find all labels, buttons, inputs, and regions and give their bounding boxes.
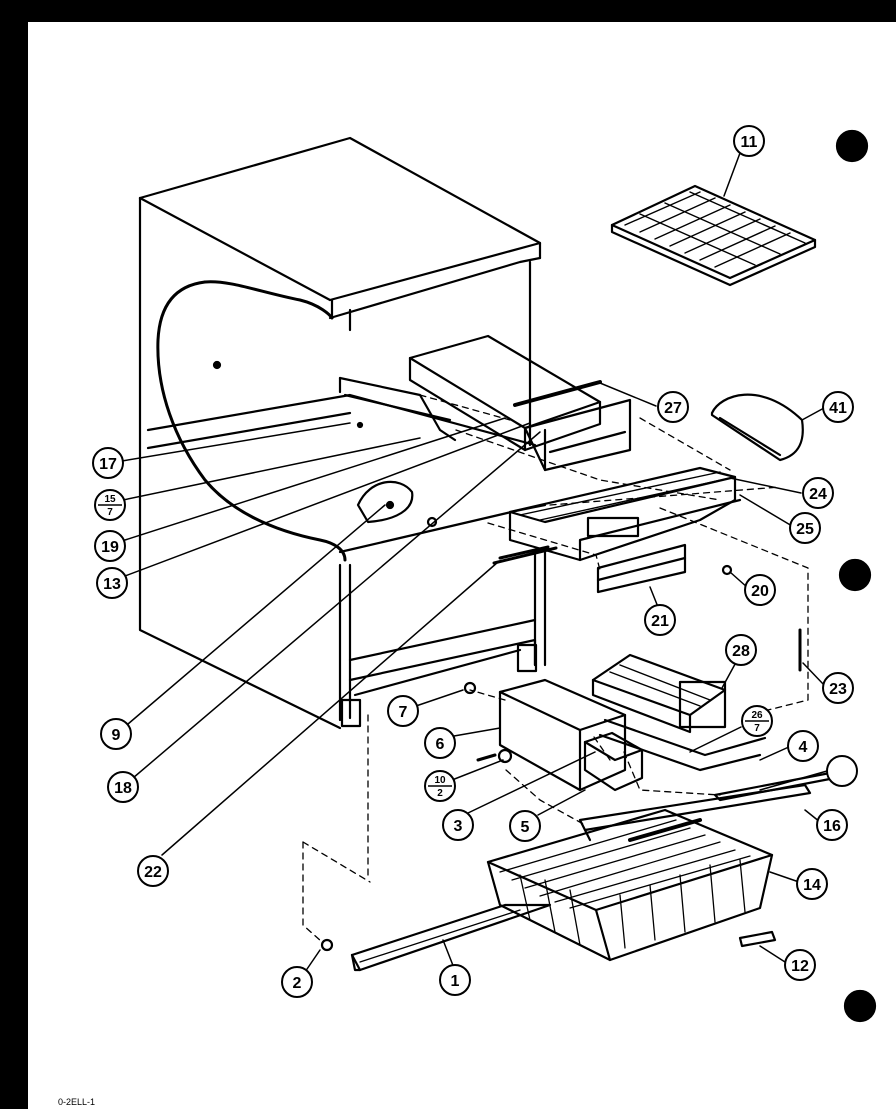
ice-maker <box>591 653 767 772</box>
svg-text:2: 2 <box>437 788 443 799</box>
svg-text:13: 13 <box>103 576 121 593</box>
callout-13: 14 <box>796 868 828 900</box>
callout-38: 41 <box>822 391 854 423</box>
svg-text:14: 14 <box>803 877 821 894</box>
wire-shelf <box>610 184 817 287</box>
registration-dot <box>843 989 877 1023</box>
callout-16: 13 <box>96 567 128 599</box>
registration-dot <box>838 558 872 592</box>
callout-17: 17 <box>92 447 124 479</box>
callout-19: 19 <box>94 530 126 562</box>
evaporator-assembly <box>408 334 632 472</box>
svg-text:1: 1 <box>451 973 460 990</box>
callout-3: 3 <box>442 809 474 841</box>
svg-text:4: 4 <box>799 739 808 756</box>
callout-23: 23 <box>822 672 854 704</box>
callout-26-7: 26 7 <box>741 705 773 737</box>
svg-text:18: 18 <box>114 780 132 797</box>
svg-text:7: 7 <box>754 723 760 734</box>
callout-25: 25 <box>789 512 821 544</box>
callout-18: 18 <box>107 771 139 803</box>
svg-text:23: 23 <box>829 681 847 698</box>
svg-text:41: 41 <box>829 400 847 417</box>
svg-text:6: 6 <box>436 736 445 753</box>
diagram-sheet <box>28 22 896 1109</box>
svg-text:25: 25 <box>796 521 814 538</box>
assembly-dash-lines <box>302 394 809 943</box>
callout-14: 16 <box>816 809 848 841</box>
svg-text:15: 15 <box>104 494 116 505</box>
callout-28: 28 <box>725 634 757 666</box>
svg-text:21: 21 <box>651 613 669 630</box>
svg-text:17: 17 <box>99 456 117 473</box>
svg-text:28: 28 <box>732 643 750 660</box>
callout-7: 7 <box>387 695 419 727</box>
callout-41 <box>826 755 858 787</box>
ice-rack <box>508 466 742 594</box>
svg-text:5: 5 <box>521 819 530 836</box>
deflector <box>710 393 804 462</box>
callout-27: 27 <box>657 391 689 423</box>
svg-text:16: 16 <box>823 818 841 835</box>
front-trim <box>320 903 777 972</box>
callout-10-2: 10 2 <box>424 770 456 802</box>
leader-lines <box>121 152 828 973</box>
svg-text:27: 27 <box>664 400 682 417</box>
svg-text:22: 22 <box>144 864 162 881</box>
callout-15-7: 15 7 <box>94 489 126 521</box>
callout-20: 20 <box>744 574 776 606</box>
callout-21: 21 <box>644 604 676 636</box>
callout-5: 5 <box>509 810 541 842</box>
svg-text:2: 2 <box>293 975 302 992</box>
callout-9: 9 <box>100 718 132 750</box>
callout-4: 4 <box>787 730 819 762</box>
callout-11: 11 <box>733 125 765 157</box>
callout-6: 6 <box>424 727 456 759</box>
registration-dot <box>835 129 869 163</box>
callout-1: 1 <box>439 964 471 996</box>
svg-text:9: 9 <box>112 727 121 744</box>
callout-22: 22 <box>137 855 169 887</box>
svg-text:26: 26 <box>751 710 763 721</box>
page-footer-code: 0-2ELL-1 <box>58 1097 96 1107</box>
hardware <box>356 421 802 672</box>
freezer-rail <box>338 376 457 442</box>
svg-text:3: 3 <box>454 818 463 835</box>
cabinet <box>138 136 547 730</box>
svg-text:7: 7 <box>399 704 408 721</box>
callout-24: 24 <box>802 477 834 509</box>
callout-12: 12 <box>784 949 816 981</box>
svg-text:12: 12 <box>791 958 809 975</box>
svg-text:19: 19 <box>101 539 119 556</box>
svg-text:7: 7 <box>107 507 113 518</box>
svg-text:20: 20 <box>751 583 769 600</box>
slide-rails <box>578 771 837 842</box>
callout-labels: 11 27 41 24 25 20 21 28 23 4 16 14 12 1 … <box>92 125 858 998</box>
svg-text:10: 10 <box>434 775 446 786</box>
svg-text:24: 24 <box>809 486 827 503</box>
callout-2: 2 <box>281 966 313 998</box>
svg-text:11: 11 <box>741 134 758 151</box>
